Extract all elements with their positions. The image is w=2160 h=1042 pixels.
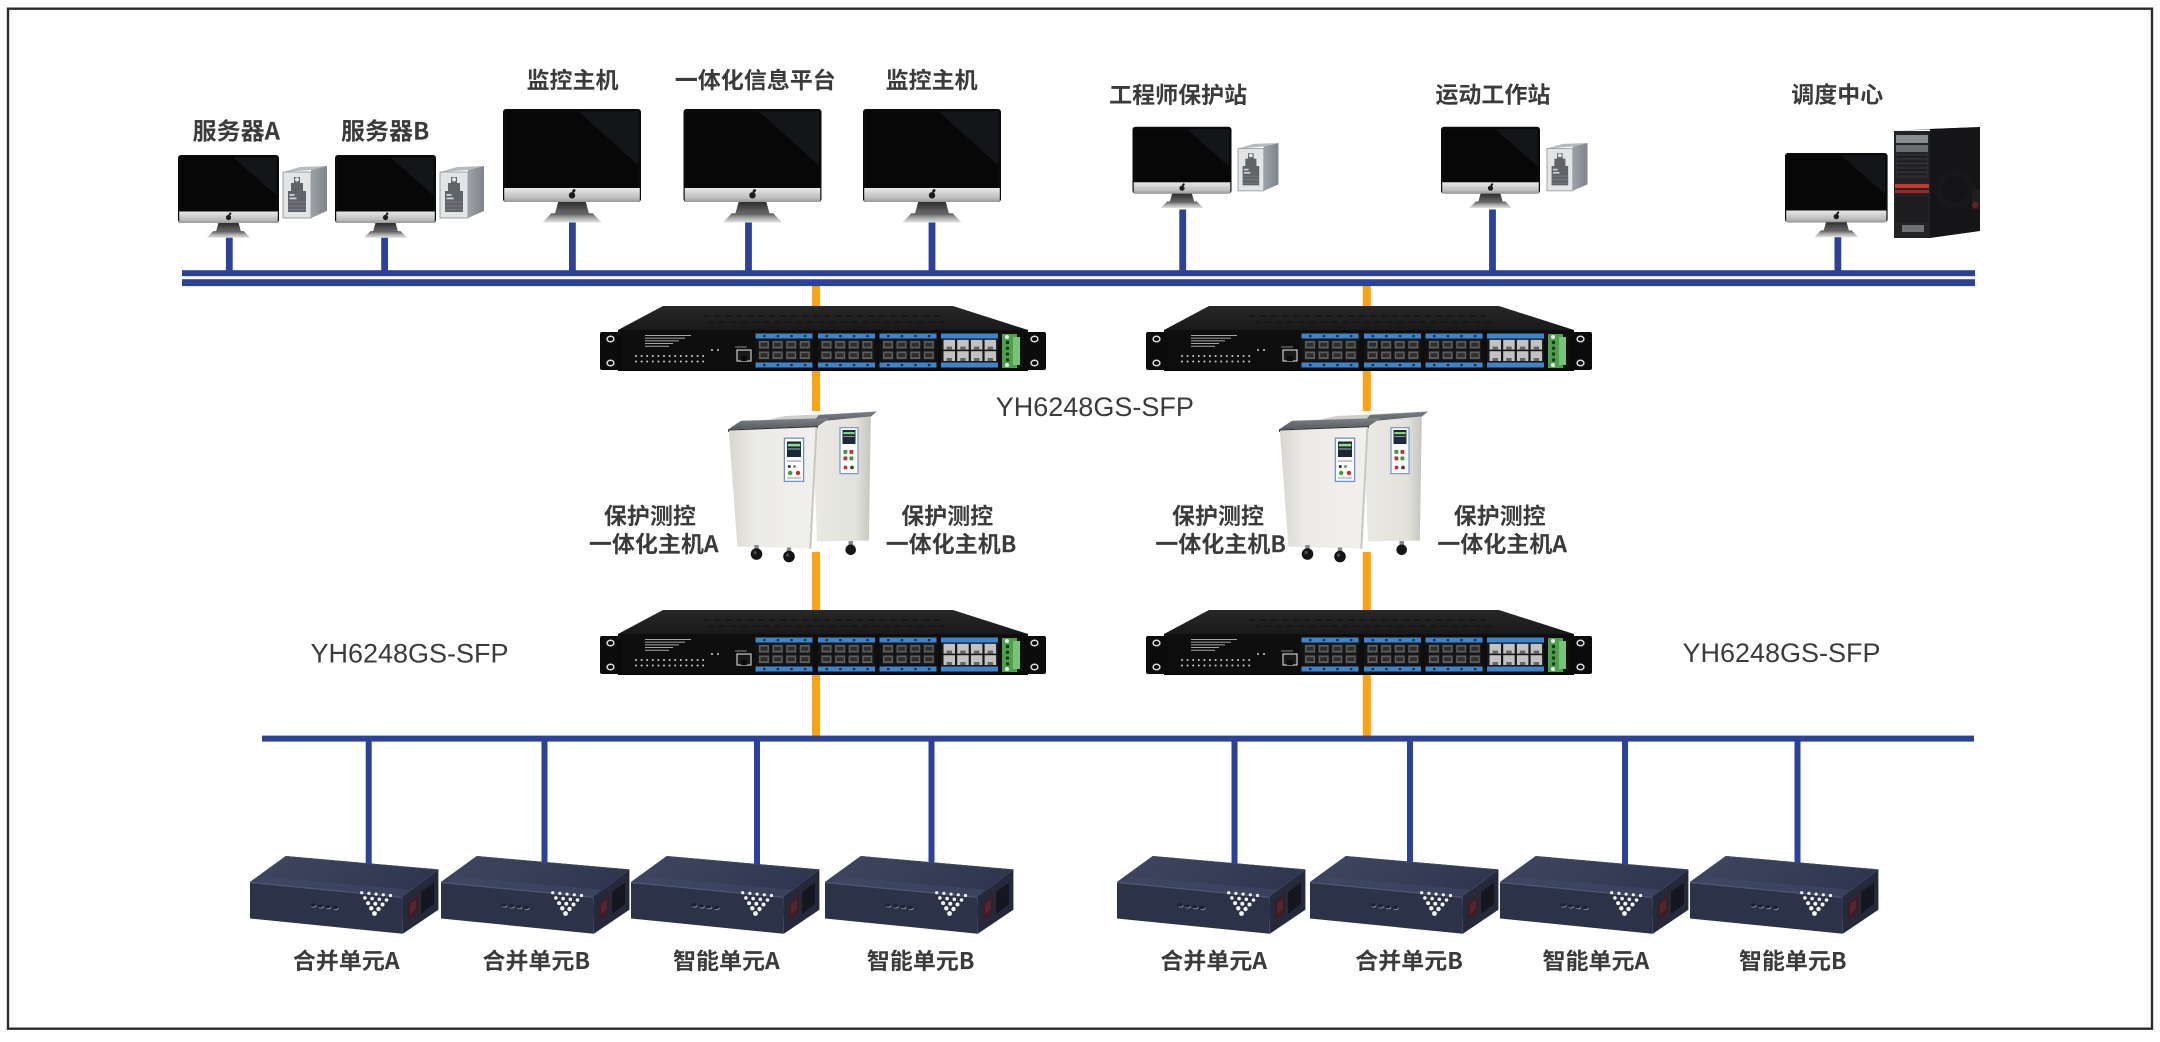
- svg-text:YH6248GS-SFP: YH6248GS-SFP: [996, 392, 1194, 422]
- svg-text:YH6248GS-SFP: YH6248GS-SFP: [310, 639, 508, 669]
- svg-text:YH6248GS-SFP: YH6248GS-SFP: [1682, 638, 1880, 668]
